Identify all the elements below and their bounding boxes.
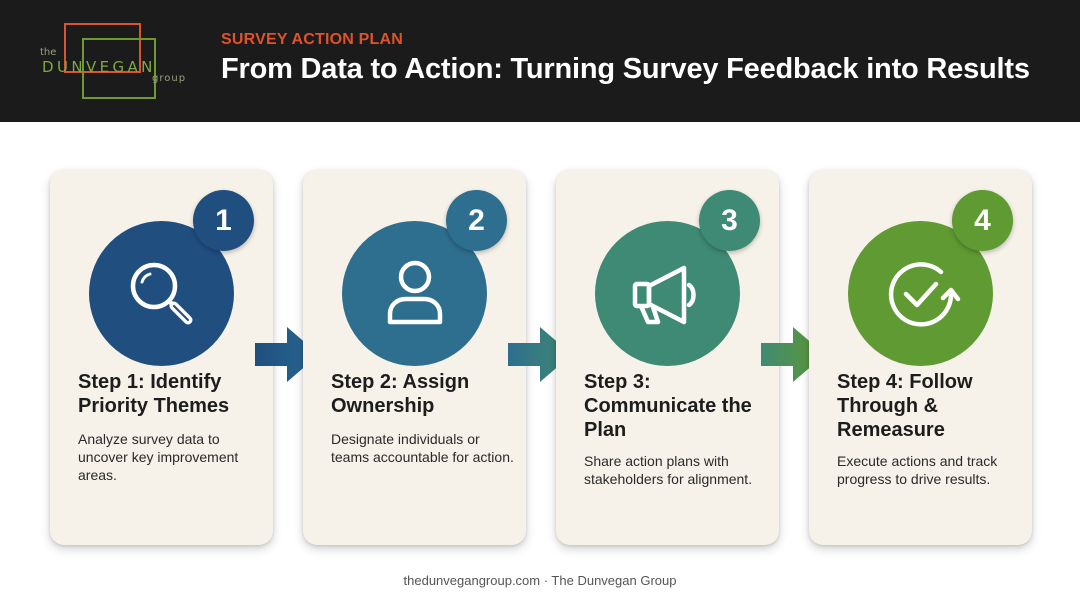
- step-2-description: Designate individuals or teams accountab…: [331, 431, 514, 465]
- eyebrow-label: SURVEY ACTION PLAN: [221, 31, 403, 48]
- person-icon: [387, 260, 442, 324]
- logo-text-name: DUNVEGAN: [42, 58, 156, 76]
- step-4-title: Step 4: Follow Through & Remeasure: [837, 371, 973, 441]
- step-2-number-badge: 2: [446, 190, 507, 251]
- logo-green-square: [82, 38, 156, 99]
- header-banner: the DUNVEGAN group SURVEY ACTION PLAN Fr…: [0, 0, 1080, 122]
- logo-orange-square: [64, 23, 141, 73]
- step-1-description: Analyze survey data to uncover key impro…: [78, 431, 239, 483]
- step-2-title: Step 2: Assign Ownership: [331, 371, 470, 417]
- step-4-description: Execute actions and track progress to dr…: [837, 453, 998, 487]
- check-refresh-icon: [888, 261, 960, 327]
- step-1-title: Step 1: Identify Priority Themes: [78, 371, 230, 417]
- logo-text-group: group: [152, 73, 187, 84]
- megaphone-icon: [632, 265, 696, 324]
- dunvegan-logo: the DUNVEGAN group: [40, 20, 200, 100]
- step-card-3: 3 Step 3: Communicate the Plan Share act…: [556, 170, 779, 545]
- step-3-number-badge: 3: [699, 190, 760, 251]
- step-1-number-badge: 1: [193, 190, 254, 251]
- step-3-title: Step 3: Communicate the Plan: [584, 371, 752, 441]
- step-card-1: 1 Step 1: Identify Priority Themes Analy…: [50, 170, 273, 545]
- page-title: From Data to Action: Turning Survey Feed…: [221, 53, 1030, 85]
- logo-text-the: the: [40, 47, 57, 58]
- footer-credit: thedunvegangroup.com · The Dunvegan Grou…: [403, 573, 677, 588]
- step-4-number-badge: 4: [952, 190, 1013, 251]
- step-card-4: 4 Step 4: Follow Through & Remeasure Exe…: [809, 170, 1032, 545]
- step-3-description: Share action plans with stakeholders for…: [584, 453, 753, 487]
- magnifying-glass-icon: [130, 262, 192, 324]
- step-card-2: 2 Step 2: Assign Ownership Designate ind…: [303, 170, 526, 545]
